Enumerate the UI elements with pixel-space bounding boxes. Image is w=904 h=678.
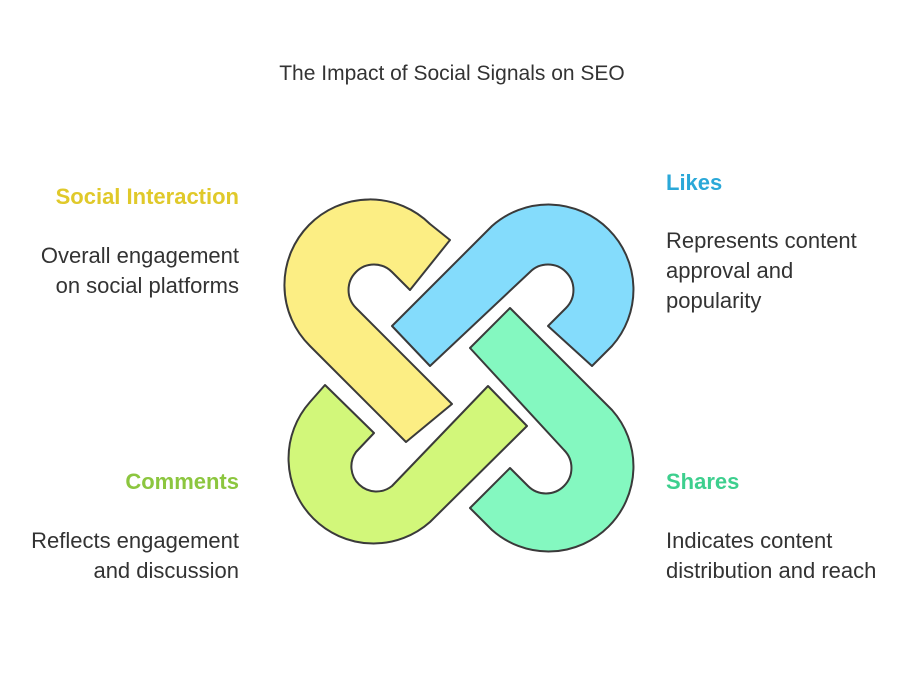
- shares-heading: Shares: [666, 469, 740, 494]
- likes-link-shape: [391, 203, 635, 367]
- comments-link-shape: [287, 384, 528, 545]
- comments-heading: Comments: [125, 469, 239, 494]
- social-interaction-link-shape: [283, 198, 453, 443]
- likes-heading: Likes: [666, 170, 723, 195]
- comments-description: Reflects engagement and discussion: [31, 528, 239, 583]
- likes-description: Represents content approval and populari…: [666, 228, 857, 313]
- social-interaction-heading: Social Interaction: [55, 184, 239, 209]
- shares-link-shape: [469, 307, 635, 553]
- diagram-title: The Impact of Social Signals on SEO: [279, 62, 625, 85]
- shares-description: Indicates content distribution and reach: [666, 528, 877, 583]
- social-interaction-description: Overall engagement on social platforms: [40, 243, 239, 298]
